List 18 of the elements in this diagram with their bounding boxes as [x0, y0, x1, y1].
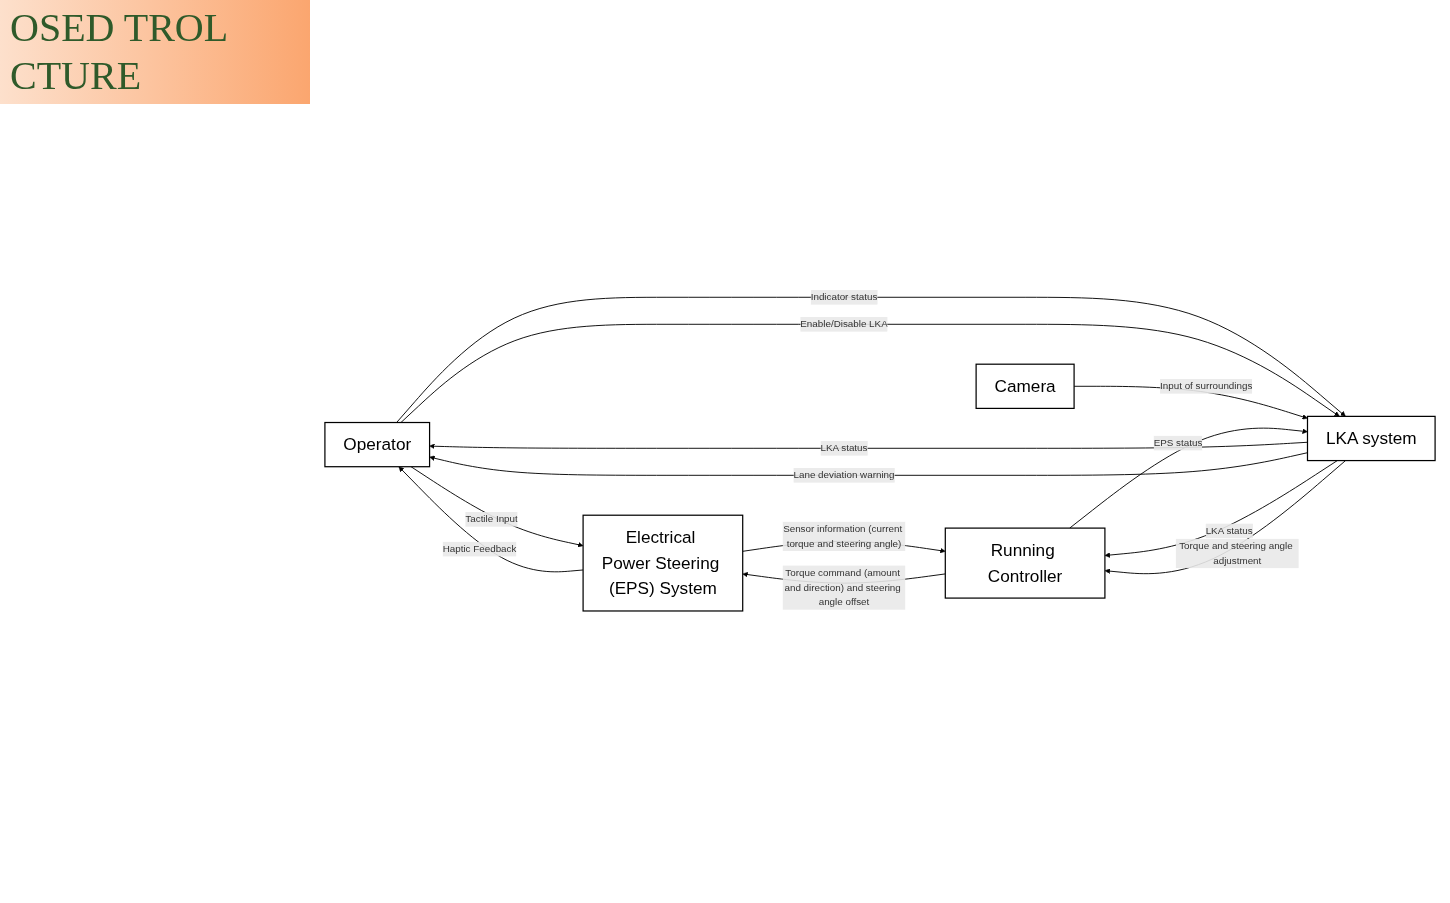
- edge-label: Enable/Disable LKA: [800, 318, 888, 329]
- node-box: LKA system: [1306, 415, 1436, 461]
- edge-label: Torque and steering angle adjustment: [1179, 540, 1293, 566]
- edge-label: EPS status: [1153, 437, 1203, 448]
- node-box: Electrical Power Steering (EPS) System: [582, 514, 744, 612]
- slide-title: OSED TROL CTURE: [0, 0, 310, 104]
- edge-label: Torque command (amount and direction) and steering angle offset: [784, 566, 901, 607]
- edge-label: Haptic Feedback: [442, 543, 517, 554]
- edge-label: Sensor information (current torque and steering angle): [783, 523, 903, 549]
- node-box: Camera: [975, 363, 1075, 409]
- node-box: Operator: [324, 421, 431, 467]
- edge-label: Indicator status: [810, 291, 878, 302]
- edge-label: Lane deviation warning: [793, 469, 895, 480]
- edge-label: Input of surroundings: [1160, 380, 1253, 391]
- node-box: Running Controller: [944, 527, 1106, 599]
- edge-label: Tactile Input: [465, 513, 518, 524]
- edge-label: LKA status: [820, 442, 868, 453]
- edge-label: LKA status: [1205, 525, 1253, 536]
